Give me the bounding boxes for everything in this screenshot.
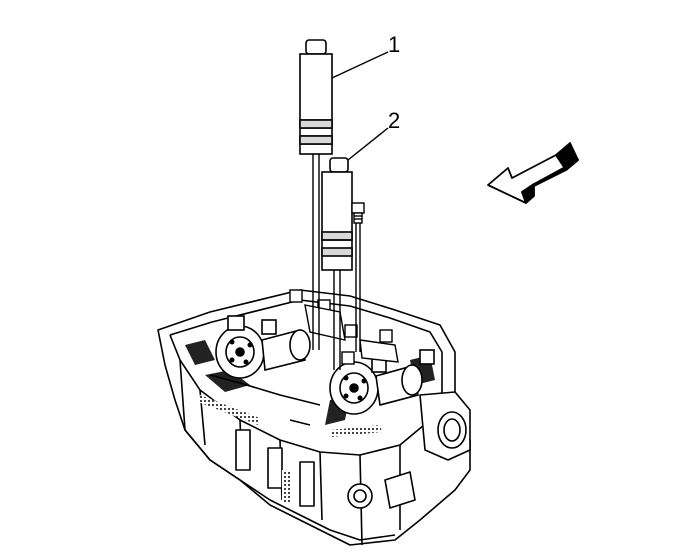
direction-arrow-icon	[487, 142, 579, 204]
leader-lines	[331, 51, 389, 161]
tool-2	[321, 157, 353, 370]
callout-2: 2	[388, 108, 400, 133]
callout-1: 1	[388, 32, 400, 57]
right-cam-sprocket	[329, 349, 435, 415]
left-cam-sprocket	[215, 315, 311, 379]
tool-1	[299, 39, 333, 350]
retaining-bolt	[351, 202, 365, 352]
cam-bolts	[289, 289, 399, 365]
